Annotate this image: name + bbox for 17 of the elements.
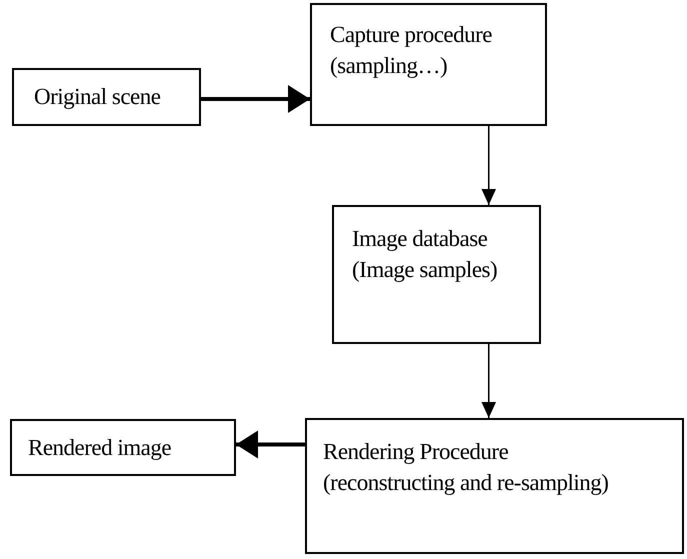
box-label: Capture procedure <box>330 21 492 49</box>
box-label: Original scene <box>34 83 160 112</box>
process-box <box>10 419 236 476</box>
box-label: Rendering Procedure <box>323 438 508 466</box>
arrow <box>481 126 496 205</box>
box-label: (reconstructing and re-sampling) <box>323 469 608 498</box>
process-box <box>310 3 547 126</box>
box-label: (Image samples) <box>352 256 498 284</box>
process-box <box>332 205 541 344</box>
box-label: Image database <box>352 225 488 253</box>
process-box <box>305 418 684 554</box>
arrow <box>236 430 305 458</box>
box-label: Rendered image <box>28 434 172 462</box>
arrow <box>201 85 310 113</box>
process-box <box>12 68 201 126</box>
box-label: (sampling…) <box>330 52 448 80</box>
arrow <box>481 344 496 418</box>
